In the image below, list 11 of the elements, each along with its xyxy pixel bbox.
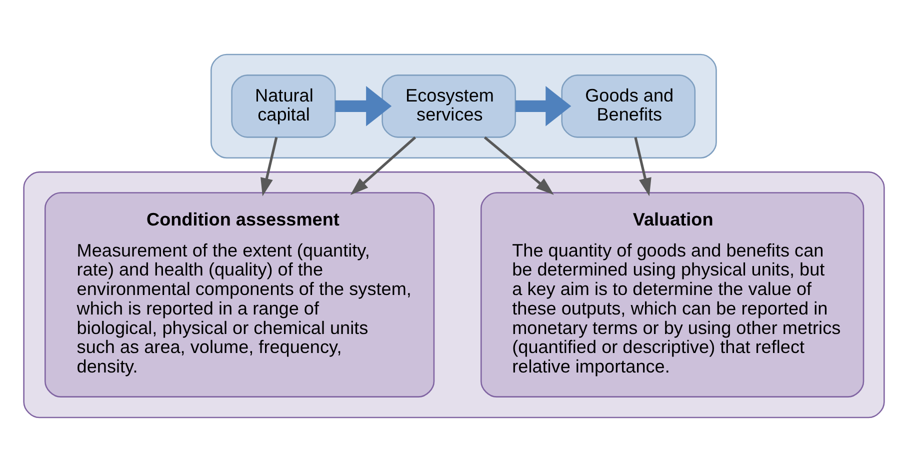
arrow bbox=[515, 86, 572, 126]
node-box: Condition assessment Measurement of the extent (quantity, rate) and health (quality) of the environmental components of the system, which is reported in a range of biological, physical or chemical units such as area, volume, frequency, density. bbox=[44, 192, 435, 398]
cluster bbox=[23, 171, 885, 418]
node-box: Natural capital bbox=[231, 74, 336, 138]
cluster bbox=[210, 54, 717, 158]
arrow bbox=[634, 137, 652, 196]
node-box: Valuation The quantity of goods and benefits can be determined using physical units, but a key aim is to determine the value of these outputs, which can be reported in monetary terms or by using other metrics (quantified or descriptive) that reflect relative importance. bbox=[480, 192, 864, 398]
arrow bbox=[335, 86, 392, 126]
node-box: Ecosystem services bbox=[382, 74, 516, 138]
arrow bbox=[260, 137, 278, 196]
node-box: Goods and Benefits bbox=[561, 74, 696, 138]
